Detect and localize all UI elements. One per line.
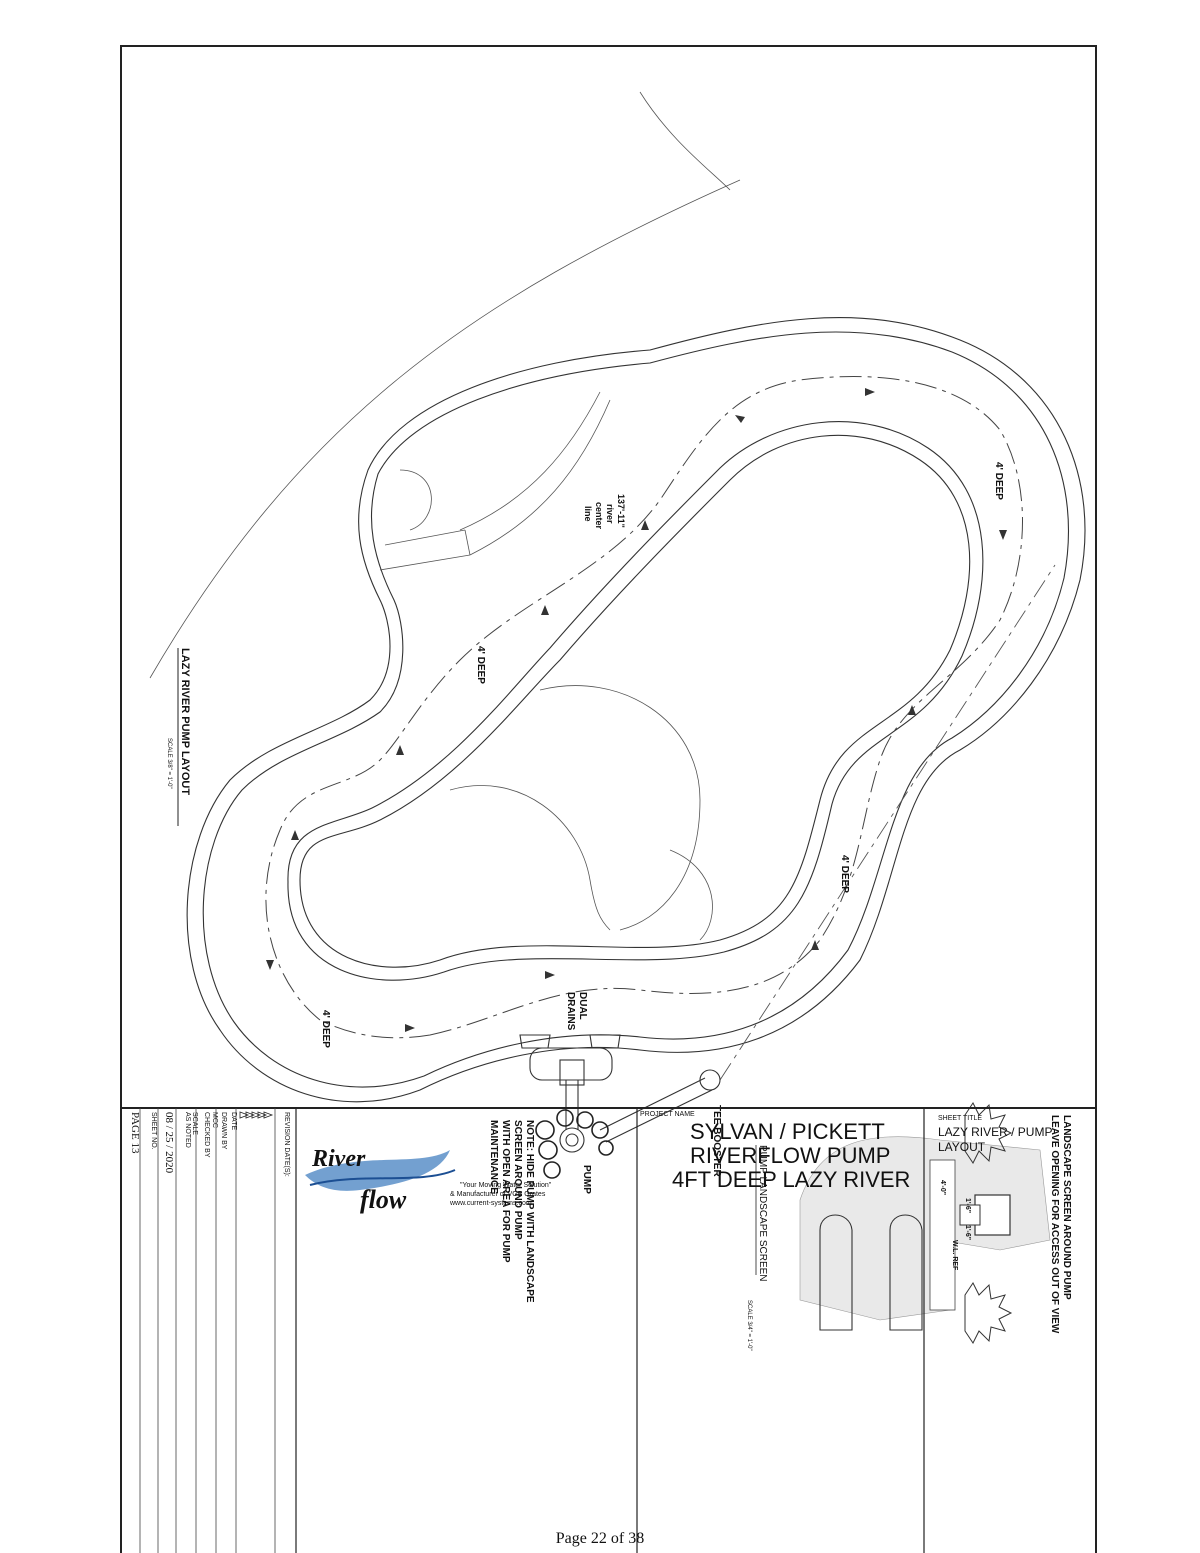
river-inner-wall-outer-line bbox=[287, 421, 984, 981]
river-outer-wall bbox=[186, 317, 1086, 1103]
note-line-4: MAINTENANCE bbox=[488, 1120, 499, 1194]
sheet-title-2: LAYOUT bbox=[938, 1140, 986, 1154]
logo-text-flow: flow bbox=[360, 1185, 407, 1214]
depth-label-2: 4' DEEP bbox=[993, 462, 1004, 500]
drawn-by-label: DRAWN BY bbox=[220, 1112, 227, 1150]
depth-label-1: 4' DEEP bbox=[475, 646, 486, 684]
date-label: DATE bbox=[230, 1112, 237, 1130]
island-arc-small bbox=[669, 849, 713, 941]
drawn-by: MCC bbox=[211, 1112, 218, 1128]
screen-title: PUMP LANDSCAPE SCREEN bbox=[757, 1145, 768, 1282]
sheet-title-label: SHEET TITLE bbox=[938, 1115, 982, 1122]
river-outer-wall-inner-line bbox=[202, 331, 1070, 1088]
checked-by-label: CHECKED BY bbox=[203, 1112, 210, 1158]
tagline: "Your Moving Water Solution" bbox=[460, 1182, 552, 1189]
riverflow-logo: River flow bbox=[305, 1146, 456, 1214]
sheet-no-label: SHEET NO. bbox=[150, 1112, 157, 1150]
detail-dim-4: W.L. REF bbox=[951, 1240, 958, 1271]
dual-drains-label-1: DUAL bbox=[577, 992, 588, 1020]
project-line-1: SYLVAN / PICKETT bbox=[690, 1119, 885, 1144]
screen-scale: SCALE 3/4" = 1'-0" bbox=[746, 1300, 752, 1351]
tee-booster-pipe bbox=[599, 1069, 721, 1143]
river-centerline bbox=[265, 376, 1023, 1039]
project-line-2: RIVERFLOW PUMP bbox=[690, 1143, 890, 1168]
screen-note-2: LEAVE OPENING FOR ACCESS OUT OF VIEW bbox=[1049, 1115, 1060, 1334]
page-value: PAGE 13 bbox=[129, 1112, 141, 1154]
walkway-line-2 bbox=[379, 554, 471, 571]
detail-dim-1: 4'-0" bbox=[939, 1180, 946, 1195]
scale-label: SCALE bbox=[191, 1112, 198, 1135]
sheet-border bbox=[120, 45, 1097, 1553]
tee-booster-label: TEE BOOSTER bbox=[711, 1105, 722, 1177]
depth-label-4: 4' DEEP bbox=[320, 1010, 331, 1048]
pipe-line bbox=[719, 564, 1056, 1081]
walkway-curve-2 bbox=[459, 391, 601, 531]
logo-text-river: River bbox=[311, 1146, 366, 1172]
note-line-2: SCREEN AROUND PUMP bbox=[512, 1120, 523, 1240]
walkway-line-1 bbox=[384, 529, 466, 546]
revision-triangles bbox=[239, 1111, 274, 1119]
river-inner-wall bbox=[299, 434, 971, 968]
layout-scale: SCALE 3/8" = 1'-0" bbox=[166, 738, 172, 789]
project-name-label: PROJECT NAME bbox=[640, 1111, 695, 1118]
detail-dim-3: 1'-6" bbox=[964, 1225, 971, 1240]
screen-note-1: LANDSCAPE SCREEN AROUND PUMP bbox=[1061, 1115, 1072, 1300]
centerline-label-4: line bbox=[583, 506, 593, 522]
sheet-title-1: LAZY RIVER / PUMP bbox=[938, 1125, 1052, 1139]
layout-title: LAZY RIVER PUMP LAYOUT bbox=[179, 648, 191, 795]
walkway-arc bbox=[399, 469, 432, 531]
walkway-curve bbox=[469, 399, 611, 556]
walkway-line-3 bbox=[464, 529, 471, 556]
island-circle-large bbox=[539, 685, 701, 931]
page-footer: Page 22 of 38 bbox=[555, 1530, 645, 1547]
depth-label-3: 4' DEEP bbox=[839, 855, 850, 893]
manufacturer: & Manufacturer of VGB Grates bbox=[450, 1191, 546, 1198]
centerline-label-1: 137'-11" bbox=[616, 494, 626, 528]
note-line-1: NOTE: HIDE PUMP WITH LANDSCAPE bbox=[524, 1120, 535, 1303]
pump-label: PUMP bbox=[581, 1165, 592, 1194]
centerline-label-2: river bbox=[605, 504, 615, 524]
centerline-label-3: center bbox=[594, 502, 604, 530]
landscape-screen-detail bbox=[799, 1102, 1051, 1344]
site-boundary-arc-2 bbox=[639, 91, 731, 191]
detail-dim-2: 1'-6" bbox=[964, 1198, 971, 1213]
website: www.current-systems.com bbox=[449, 1200, 532, 1207]
revision-header: REVISION DATE(S): bbox=[283, 1112, 290, 1177]
dual-drains-label-2: DRAINS bbox=[565, 992, 576, 1031]
dual-drains-assembly bbox=[519, 1034, 621, 1130]
date-value: 08 / 25 / 2020 bbox=[163, 1112, 175, 1174]
flow-arrows bbox=[266, 388, 1007, 1032]
note-line-3: WITH OPEN AREA FOR PUMP bbox=[500, 1120, 511, 1263]
pump-shrub-cluster bbox=[535, 1109, 614, 1179]
scale-value: AS NOTED bbox=[184, 1112, 191, 1148]
project-line-3: 4FT DEEP LAZY RIVER bbox=[672, 1167, 910, 1192]
site-boundary-arc bbox=[149, 179, 741, 679]
title-block: REVISION DATE(S): DATE DRAWN BY MCC CHEC… bbox=[121, 1107, 1096, 1553]
island-circle-small bbox=[449, 785, 611, 931]
